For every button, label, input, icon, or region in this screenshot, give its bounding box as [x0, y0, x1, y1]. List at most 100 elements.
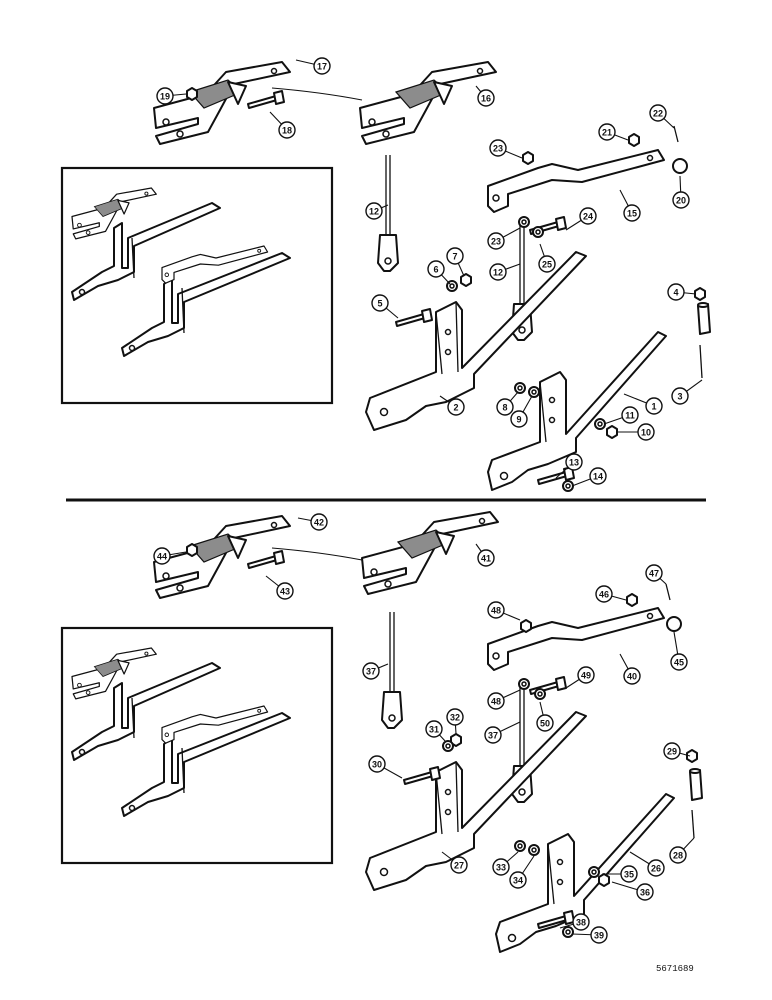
callout-15: 15	[623, 204, 641, 222]
callout-33: 33	[492, 858, 510, 876]
callout-number: 37	[366, 667, 376, 677]
callout-number: 36	[640, 888, 650, 898]
nut-46	[626, 593, 638, 607]
callout-11: 11	[621, 406, 639, 424]
callout-number: 1	[651, 402, 656, 412]
step-exploded-right-b	[361, 511, 499, 595]
step-exploded-right	[359, 61, 497, 145]
callout-number: 5	[377, 299, 382, 309]
nut-7	[460, 273, 472, 287]
callout-37: 37	[484, 726, 502, 744]
callout-number: 33	[496, 863, 506, 873]
spacer-28	[689, 768, 703, 801]
callout-30: 30	[368, 755, 386, 773]
callout-number: 13	[569, 458, 579, 468]
callout-37: 37	[362, 662, 380, 680]
callout-number: 15	[627, 209, 637, 219]
callout-number: 41	[481, 554, 491, 564]
callout-26: 26	[647, 859, 665, 877]
callout-number: 16	[481, 94, 491, 104]
callout-number: 30	[372, 760, 382, 770]
callout-12: 12	[365, 202, 383, 220]
knob-20	[672, 158, 688, 174]
nut-23	[522, 151, 534, 165]
callout-number: 28	[673, 851, 683, 861]
callout-7: 7	[446, 247, 464, 265]
callout-number: 24	[583, 212, 593, 222]
callout-43: 43	[276, 582, 294, 600]
callout-number: 34	[513, 876, 523, 886]
drawing-reference: 5671689	[656, 964, 694, 974]
callout-9: 9	[510, 410, 528, 428]
bolt-18	[247, 90, 285, 109]
callout-16: 16	[477, 89, 495, 107]
callout-45: 45	[670, 653, 688, 671]
arm-15	[487, 149, 665, 213]
washer-9	[528, 386, 540, 398]
callout-1: 1	[645, 397, 663, 415]
callout-number: 9	[516, 415, 521, 425]
spacer-3	[697, 302, 711, 335]
callout-number: 31	[429, 725, 439, 735]
callout-number: 27	[454, 861, 464, 871]
callout-number: 42	[314, 518, 324, 528]
callout-number: 6	[433, 265, 438, 275]
callout-number: 18	[282, 126, 292, 136]
callout-28: 28	[669, 846, 687, 864]
callouts-top: 1234567891011121213141516171819202122232…	[156, 57, 703, 487]
callout-13: 13	[565, 453, 583, 471]
callout-44: 44	[153, 547, 171, 565]
callout-39: 39	[590, 926, 608, 944]
callouts-bottom: 2627282930313233343536373738394041424344…	[153, 513, 695, 944]
callout-22: 22	[649, 104, 667, 122]
callout-number: 37	[488, 731, 498, 741]
nut-21	[628, 133, 640, 147]
callout-50: 50	[536, 714, 554, 732]
callout-number: 3	[677, 392, 682, 402]
callout-6: 6	[427, 260, 445, 278]
callout-number: 47	[649, 569, 659, 579]
bolt-5	[395, 308, 433, 327]
washer-33	[514, 840, 526, 852]
callout-number: 17	[317, 62, 327, 72]
callout-number: 19	[160, 92, 170, 102]
nut-44	[186, 543, 198, 557]
callout-number: 23	[491, 237, 501, 247]
callout-20: 20	[672, 191, 690, 209]
callout-number: 43	[280, 587, 290, 597]
bottom-assembly	[62, 511, 703, 953]
callout-29: 29	[663, 742, 681, 760]
callout-number: 44	[157, 552, 167, 562]
callout-24: 24	[579, 207, 597, 225]
nut-19	[186, 87, 198, 101]
callout-14: 14	[589, 467, 607, 485]
washer-48b	[518, 678, 530, 690]
callout-number: 35	[624, 870, 634, 880]
callout-38: 38	[572, 913, 590, 931]
bolt-30	[403, 766, 441, 785]
washer-11	[594, 418, 606, 430]
callout-23: 23	[489, 139, 507, 157]
pin-47	[665, 583, 671, 601]
callout-18: 18	[278, 121, 296, 139]
callout-21: 21	[598, 123, 616, 141]
callout-number: 23	[493, 144, 503, 154]
knob-45	[666, 616, 682, 632]
callout-number: 49	[581, 671, 591, 681]
callout-number: 46	[599, 590, 609, 600]
callout-49: 49	[577, 666, 595, 684]
callout-3: 3	[671, 387, 689, 405]
washer-8	[514, 382, 526, 394]
callout-number: 50	[540, 719, 550, 729]
callout-5: 5	[371, 294, 389, 312]
inset-frame-top	[62, 168, 332, 403]
callout-number: 4	[673, 288, 678, 298]
callout-number: 45	[674, 658, 684, 668]
callout-32: 32	[446, 708, 464, 726]
callout-number: 12	[493, 268, 503, 278]
callout-number: 39	[594, 931, 604, 941]
washer-14	[562, 480, 574, 492]
callout-number: 32	[450, 713, 460, 723]
callout-number: 22	[653, 109, 663, 119]
washer-25	[532, 226, 544, 238]
